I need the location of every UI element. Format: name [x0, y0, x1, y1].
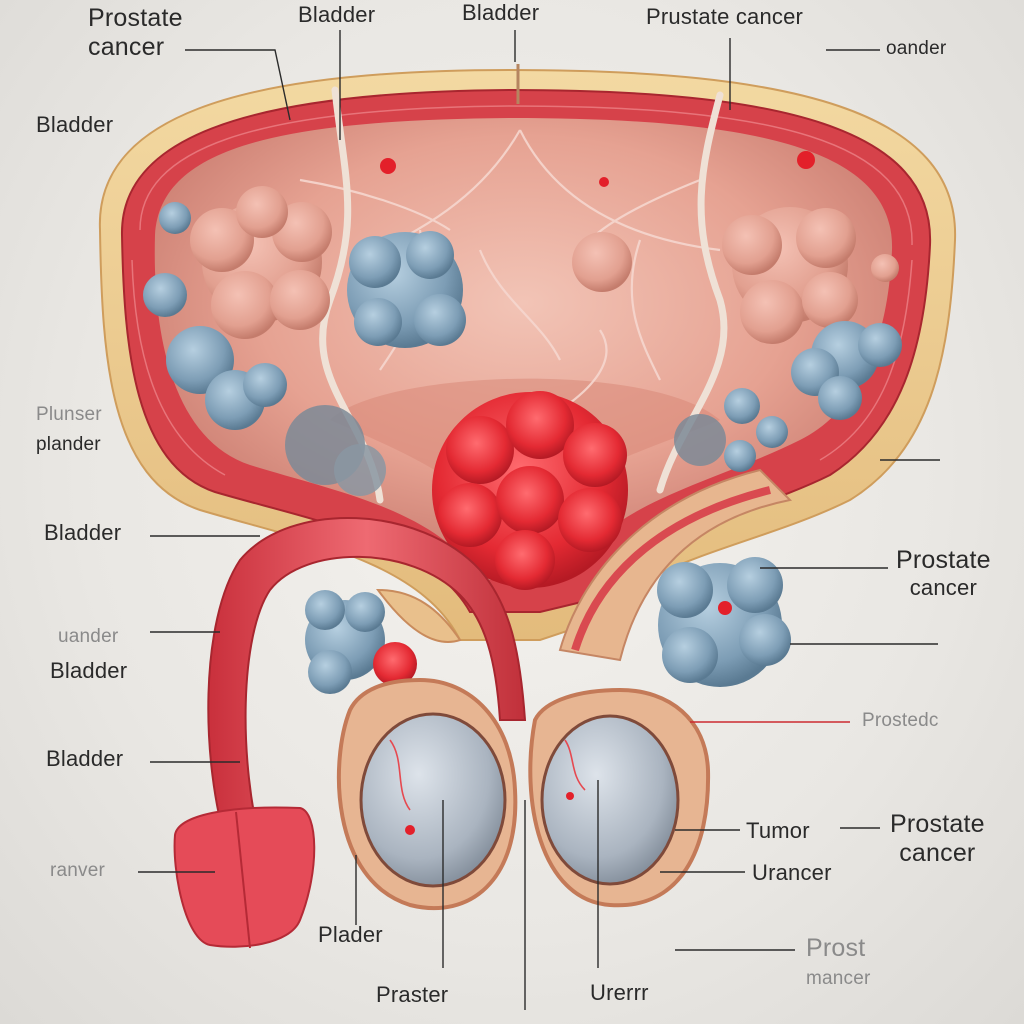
left-small-duct [376, 588, 462, 643]
label-prostate-cancer-right-2: Prostate cancer [890, 810, 985, 867]
tumor-blue-lower-left [305, 590, 385, 694]
tumor-blue-left [347, 231, 466, 348]
testis-right [540, 714, 680, 886]
testis-red-marks [405, 792, 574, 835]
label-bladder-top-1: Bladder [298, 2, 376, 27]
label-prost-faint-right: Prost [806, 934, 866, 962]
tumor-blue-left-wall [143, 202, 386, 496]
label-prostedc-right: Prostedc [862, 710, 939, 731]
label-prustate-cancer-top-right: Prustate cancer [646, 4, 804, 29]
tumor-red-central [432, 391, 628, 590]
glans [173, 806, 316, 948]
label-urancer-right: Urancer [752, 860, 832, 885]
label-bladder-left-2: Bladder [44, 520, 122, 545]
tumor-blue-lower-right [657, 557, 791, 687]
label-ranver-left: ranver [50, 860, 106, 881]
label-urerrr-bottom: Urerrr [590, 980, 649, 1005]
tumor-pink-left [190, 186, 332, 339]
label-prostate-cancer-right-1: Prostate cancer [896, 546, 991, 600]
leader-lines [138, 30, 940, 1010]
muscle-striations [131, 105, 913, 476]
red-nodule-lower-left [373, 642, 417, 686]
label-plunser-left: Plunser [36, 404, 102, 425]
label-tumor-right: Tumor [746, 818, 810, 843]
label-mancer-faint-right: mancer [806, 968, 871, 989]
label-plader-bottom: Plader [318, 922, 383, 947]
label-prostate-cancer-top-left: Prostate cancer [88, 4, 183, 61]
label-bladder-top-2: Bladder [462, 0, 540, 25]
glans-seam [235, 811, 251, 949]
label-bladder-left-1: Bladder [36, 112, 114, 137]
testis-veins [389, 739, 586, 811]
right-duct-wall [571, 486, 771, 652]
tumor-pink-small [572, 232, 632, 292]
label-bladder-left-4: Bladder [46, 746, 124, 771]
testis-left [359, 712, 507, 888]
label-oander-top-right: oander [886, 38, 947, 59]
right-duct-tissue [558, 468, 793, 662]
label-uander-left: uander [58, 626, 119, 647]
tumor-pink-right [722, 207, 899, 344]
tumor-blue-right [674, 321, 902, 472]
red-spots [380, 151, 815, 187]
label-plander-left: plander [36, 434, 101, 455]
label-bladder-left-3: Bladder [50, 658, 128, 683]
label-praster-bottom: Praster [376, 982, 449, 1007]
